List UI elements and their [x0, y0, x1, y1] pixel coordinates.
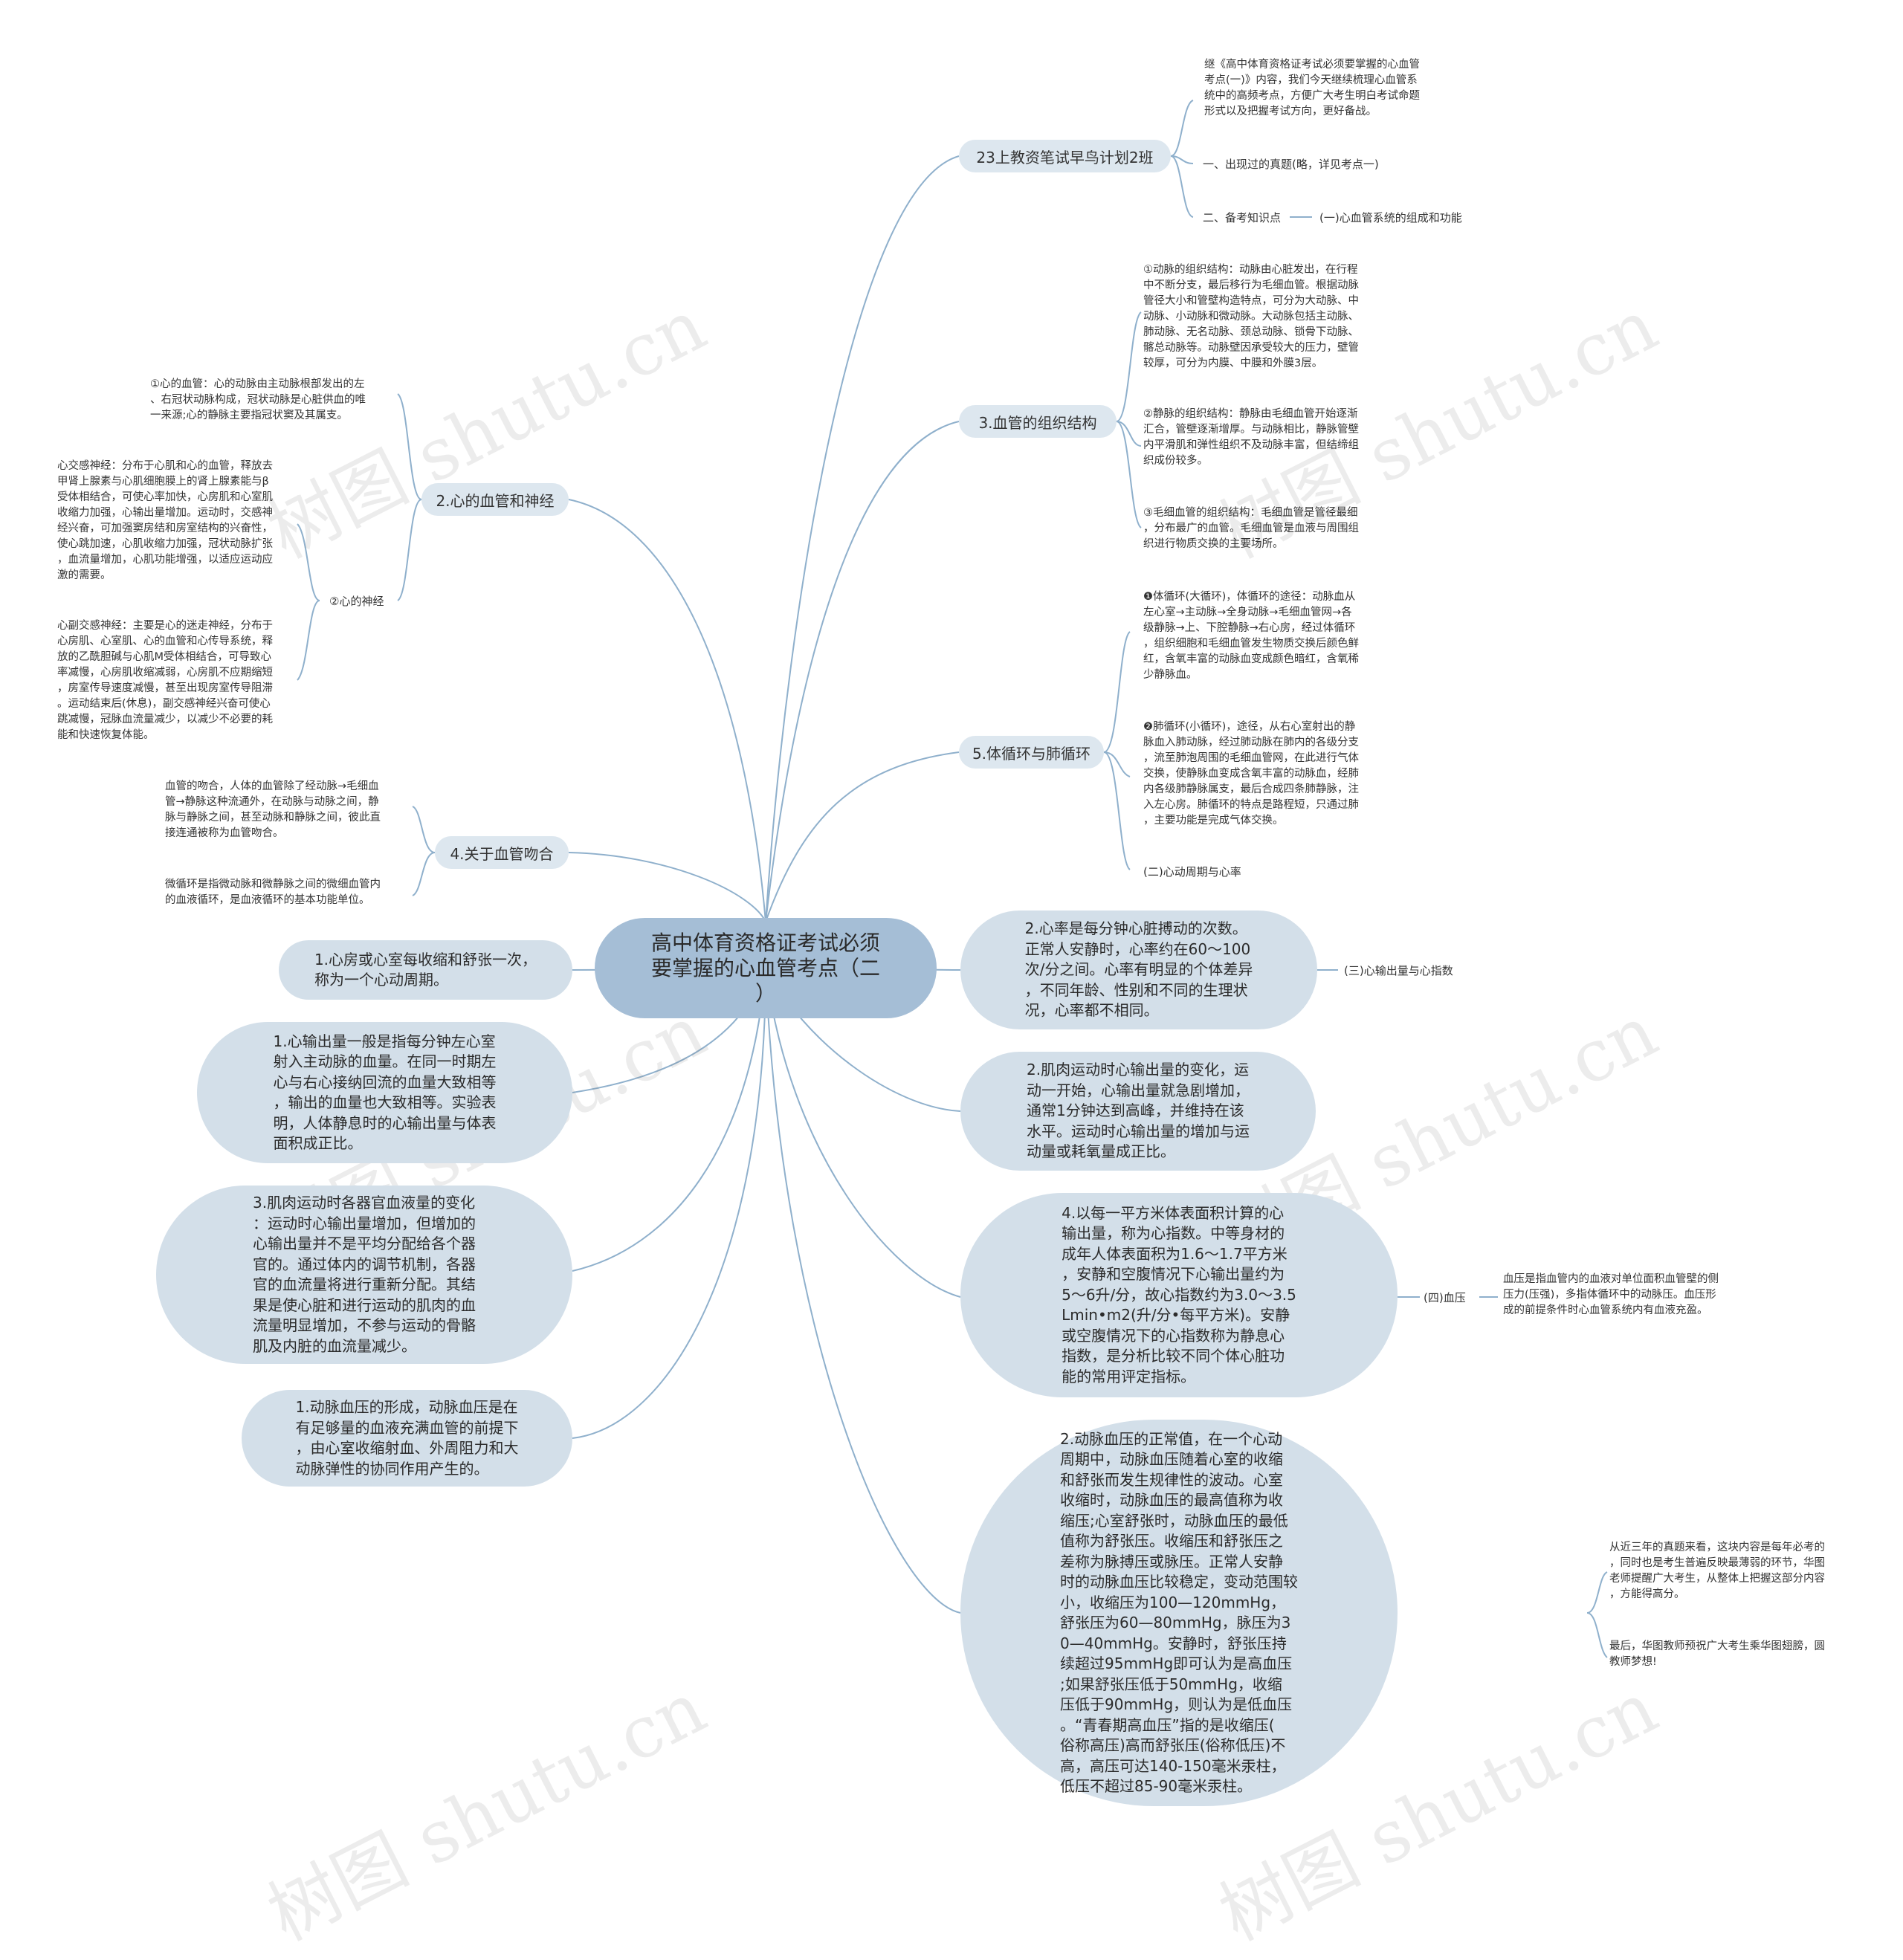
leaf-prep-points: 二、备考知识点 [1203, 211, 1282, 224]
branch-heart-vessels-nerves[interactable]: 2.心的血管和神经 [421, 483, 569, 516]
leaf-past-exams: 一、出现过的真题(略，详见考点一) [1203, 158, 1379, 171]
leaf-capillary-structure: ③毛细血管的组织结构：毛细血管是管径最细 ，分布最广的血管。毛细血管是血液与周围… [1143, 507, 1359, 550]
leaf-cardiac-cycle: (二)心动周期与心率 [1143, 865, 1241, 879]
bubble-exercise-cardiac-output[interactable]: 2.肌肉运动时心输出量的变化，运 动一开始，心输出量就急剧增加， 通常1分钟达到… [960, 1052, 1316, 1171]
leaf-intro: 继《高中体育资格证考试必须要掌握的心血管 考点(一)》内容，我们今天继续梳理心血… [1204, 59, 1420, 117]
label-cardiac-output-index: (三)心输出量与心指数 [1344, 964, 1453, 977]
leaf-anastomosis: 血管的吻合，人体的血管除了经动脉→毛细血 管→静脉这种流通外，在动脉与动脉之间，… [165, 780, 381, 839]
bubble-arterial-pressure-normal[interactable]: 2.动脉血压的正常值，在一个心动 周期中，动脉血压随着心室的收缩 和舒张而发生规… [960, 1420, 1398, 1806]
leaf-heart-nerves: ②心的神经 [329, 595, 384, 608]
bubble-heart-rate[interactable]: 2.心率是每分钟心脏搏动的次数。 正常人安静时，心率约在60～100 次/分之间… [960, 911, 1317, 1029]
leaf-systemic-circulation: ❶体循环(大循环)，体循环的途径：动脉血从 左心室→主动脉→全身动脉→毛细血管网… [1143, 591, 1359, 681]
bubble-cardiac-index[interactable]: 4.以每一平方米体表面积计算的心 输出量，称为心指数。中等身材的 成年人体表面积… [960, 1193, 1398, 1397]
leaf-prep-sub: (一)心血管系统的组成和功能 [1319, 211, 1462, 224]
branch-early-bird-plan[interactable]: 23上教资笔试早鸟计划2班 [959, 140, 1171, 172]
central-topic-label: 高中体育资格证考试必须 要掌握的心血管考点（二 ） [650, 930, 880, 1006]
leaf-microcirculation: 微循环是指微动脉和微静脉之间的微细血管内 的血液循环，是血液循环的基本功能单位。 [165, 879, 381, 906]
central-topic[interactable]: 高中体育资格证考试必须 要掌握的心血管考点（二 ） [595, 918, 937, 1018]
bubble-arterial-pressure-formation[interactable]: 1.动脉血压的形成，动脉血压是在 有足够量的血液充满血管的前提下 ，由心室收缩射… [242, 1390, 572, 1487]
leaf-blood-pressure-definition: 血压是指血管内的血液对单位面积血管壁的侧 压力(压强)，多指体循环中的动脉压。血… [1503, 1273, 1719, 1316]
leaf-exam-tip: 从近三年的真题来看，这块内容是每年必考的 ，同时也是考生普遍反映最薄弱的环节，华… [1609, 1542, 1825, 1600]
bubble-cardiac-cycle[interactable]: 1.心房或心室每收缩和舒张一次， 称为一个心动周期。 [279, 940, 572, 1000]
leaf-heart-vessels: ①心的血管：心的动脉由主动脉根部发出的左 、右冠状动脉构成，冠状动脉是心脏供血的… [150, 378, 366, 421]
leaf-artery-structure: ①动脉的组织结构：动脉由心脏发出，在行程 中不断分支，最后移行为毛细血管。根据动… [1143, 264, 1359, 369]
leaf-vein-structure: ②静脉的组织结构：静脉由毛细血管开始逐渐 汇合，管壁逐渐增厚。与动脉相比，静脉管… [1143, 408, 1359, 467]
bubble-cardiac-output[interactable]: 1.心输出量一般是指每分钟左心室 射入主动脉的血量。在同一时期左 心与右心接纳回… [197, 1022, 572, 1163]
label-blood-pressure: (四)血压 [1424, 1291, 1466, 1304]
branch-vessel-anastomosis[interactable]: 4.关于血管吻合 [435, 836, 569, 869]
leaf-pulmonary-circulation: ❷肺循环(小循环)，途径，从右心室射出的静 脉血入肺动脉，经过肺动脉在肺内的各级… [1143, 721, 1359, 827]
leaf-sympathetic-nerve: 心交感神经：分布于心肌和心的血管，释放去 甲肾上腺素与心肌细胞膜上的肾上腺素能与… [57, 460, 273, 581]
branch-circulation[interactable]: 5.体循环与肺循环 [959, 736, 1104, 769]
bubble-organ-blood-flow[interactable]: 3.肌肉运动时各器官血液量的变化 ：运动时心输出量增加，但增加的 心输出量并不是… [156, 1186, 572, 1364]
leaf-closing-wish: 最后，华图教师预祝广大考生乘华图翅膀，圆 教师梦想! [1609, 1640, 1825, 1668]
leaf-parasympathetic-nerve: 心副交感神经：主要是心的迷走神经，分布于 心房肌、心室肌、心的血管和心传导系统，… [57, 620, 273, 741]
branch-vessel-structure[interactable]: 3.血管的组织结构 [959, 405, 1117, 438]
